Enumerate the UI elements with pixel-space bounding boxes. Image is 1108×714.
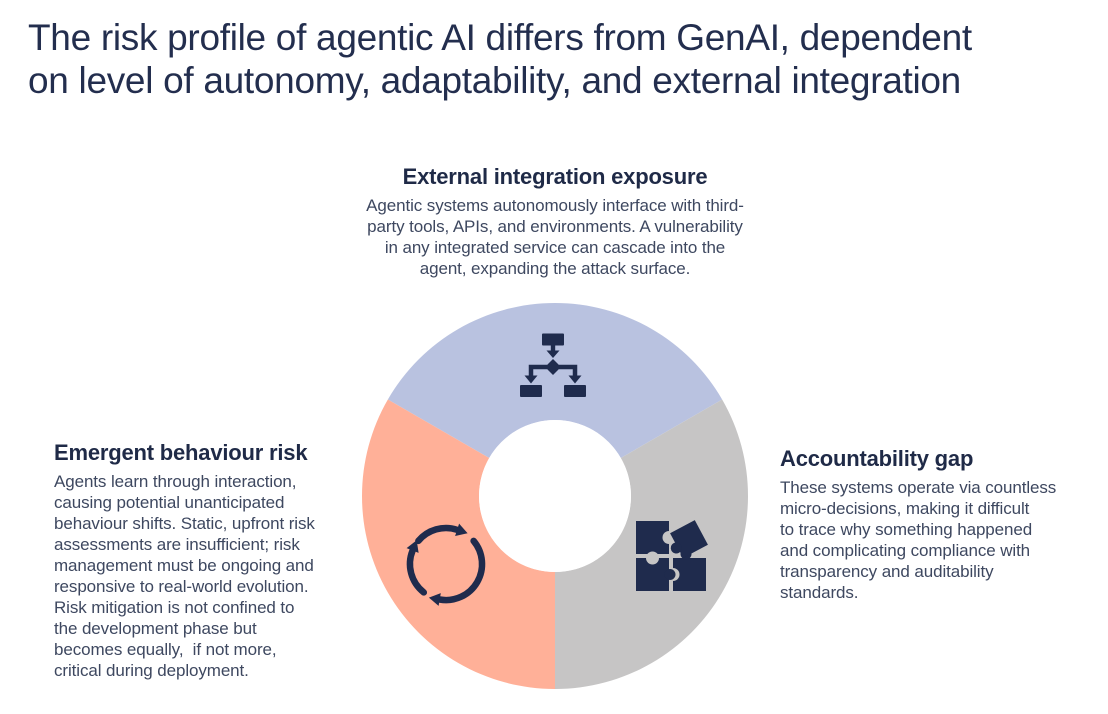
card-body-emergent-behaviour: Agents learn through interaction, causin… [54,472,315,680]
risk-donut-chart [362,303,748,689]
cycle-arrows-icon [406,523,486,606]
card-body-accountability: These systems operate via countless micr… [780,478,1057,602]
card-accountability-gap: Accountability gap These systems operate… [780,446,1056,603]
card-heading-accountability: Accountability gap [780,446,974,471]
donut-segment-emergent-behaviour-risk [362,399,555,689]
donut-segment-external-integration-exposure [387,303,723,458]
page-title: The risk profile of agentic AI differs f… [28,17,972,101]
card-external-integration-exposure: External integration exposure Agentic sy… [366,164,744,279]
card-heading-external-integration: External integration exposure [402,164,708,189]
card-heading-emergent-behaviour: Emergent behaviour risk [54,440,308,465]
flowchart-icon [520,333,586,397]
card-body-external-integration: Agentic systems autonomously interface w… [366,196,744,278]
puzzle-icon [636,520,708,591]
card-emergent-behaviour-risk: Emergent behaviour risk Agents learn thr… [54,440,315,681]
donut-hole [479,420,631,572]
